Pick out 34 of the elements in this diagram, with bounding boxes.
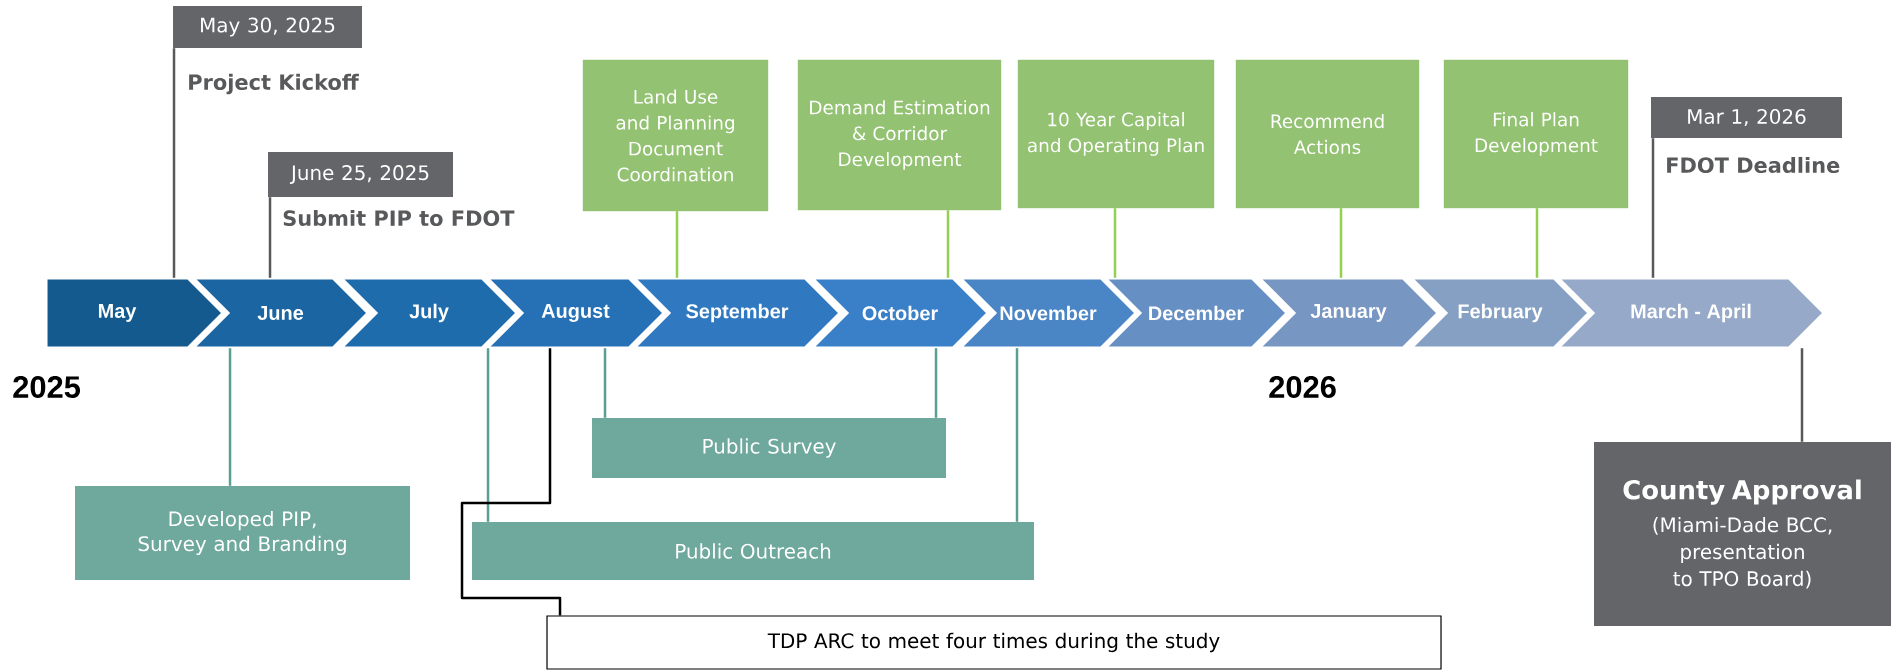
approval-box: County Approval (Miami-Dade BCC, presentation to TPO Board): [1594, 442, 1891, 626]
note-box: TDP ARC to meet four times during the study: [546, 615, 1442, 670]
task-box: Land Use and Planning Document Coordination: [582, 59, 769, 212]
timeline-segment: May: [44, 276, 226, 350]
connector-line: [1535, 208, 1539, 278]
date-tag: June 25, 2025: [268, 152, 453, 197]
year-label: 2025: [13, 376, 81, 398]
task-box: Final Plan Development: [1443, 59, 1629, 209]
date-tag: May 30, 2025: [173, 6, 362, 48]
task-box: 10 Year Capital and Operating Plan: [1017, 59, 1215, 209]
connector-line: [486, 348, 490, 522]
connector-line: [946, 210, 950, 278]
phase-box: Public Survey: [592, 418, 946, 478]
milestone-label: Submit PIP to FDOT: [283, 209, 515, 227]
phase-box: Developed PIP, Survey and Branding: [75, 486, 410, 580]
connector-line: [1339, 208, 1343, 278]
connector-line: [934, 348, 938, 418]
task-box: Recommend Actions: [1235, 59, 1420, 209]
date-tag: Mar 1, 2026: [1651, 97, 1842, 138]
year-label: 2026: [1269, 376, 1336, 398]
task-box: Demand Estimation & Corridor Development: [797, 59, 1002, 211]
connector-line: [1800, 348, 1804, 442]
phase-box: Public Outreach: [472, 522, 1034, 580]
milestone-label: FDOT Deadline: [1667, 156, 1840, 174]
connector-line: [675, 211, 679, 278]
connector-line: [228, 348, 232, 486]
connector-line: [1651, 138, 1655, 278]
connector-line: [172, 48, 176, 278]
connector-line: [268, 197, 272, 278]
connector-line: [1113, 208, 1117, 278]
connector-line: [460, 348, 562, 616]
connector-line: [1015, 348, 1019, 522]
connector-line: [603, 348, 607, 418]
milestone-label: Project Kickoff: [189, 73, 359, 95]
